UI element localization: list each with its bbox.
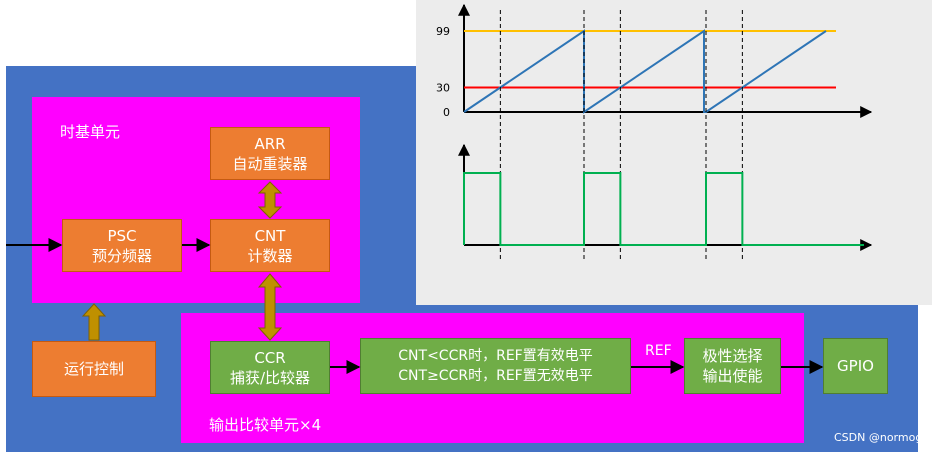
pwm-output-line: [463, 172, 864, 246]
cnt-label: CNT: [254, 226, 286, 245]
polarity-box: 极性选择 输出使能: [684, 338, 781, 394]
compare-logic-box: CNT<CCR时，REF置有效电平 CNT≥CCR时，REF置无效电平: [360, 338, 631, 394]
output-enable-label: 输出使能: [702, 367, 763, 385]
compare-rule-ge: CNT≥CCR时，REF置无效电平: [398, 368, 593, 384]
arr-desc: 自动重装器: [232, 154, 308, 173]
psc-label: PSC: [107, 226, 137, 245]
ccr-box: CCR 捕获/比较器: [210, 341, 330, 394]
polarity-label: 极性选择: [702, 347, 763, 365]
arr-label: ARR: [254, 134, 286, 153]
gpio-label: GPIO: [837, 357, 874, 375]
ccr-desc: 捕获/比较器: [229, 368, 311, 387]
y-tick-label: 0: [443, 106, 450, 119]
run-control-box: 运行控制: [32, 341, 156, 397]
ref-signal-label: REF: [645, 343, 672, 359]
watermark: CSDN @normog: [834, 431, 923, 444]
psc-box: PSC 预分频器: [62, 219, 182, 272]
psc-desc: 预分频器: [91, 246, 152, 265]
output-compare-title: 输出比较单元×4: [209, 416, 322, 434]
time-base-title: 时基单元: [60, 123, 121, 141]
gpio-box: GPIO: [823, 338, 888, 394]
timing-chart: 99 30 0: [416, 0, 932, 305]
ccr-label: CCR: [254, 348, 286, 367]
y-tick-label: 99: [436, 25, 450, 38]
run-control-label: 运行控制: [63, 360, 124, 378]
timing-chart-svg: 99 30 0: [436, 3, 873, 262]
compare-rule-lt: CNT<CCR时，REF置有效电平: [398, 348, 593, 364]
cnt-desc: 计数器: [247, 246, 293, 265]
y-tick-label: 30: [436, 81, 450, 94]
cnt-box: CNT 计数器: [210, 219, 330, 272]
arr-box: ARR 自动重装器: [210, 127, 330, 180]
cnt-sawtooth-line: [463, 29, 827, 114]
